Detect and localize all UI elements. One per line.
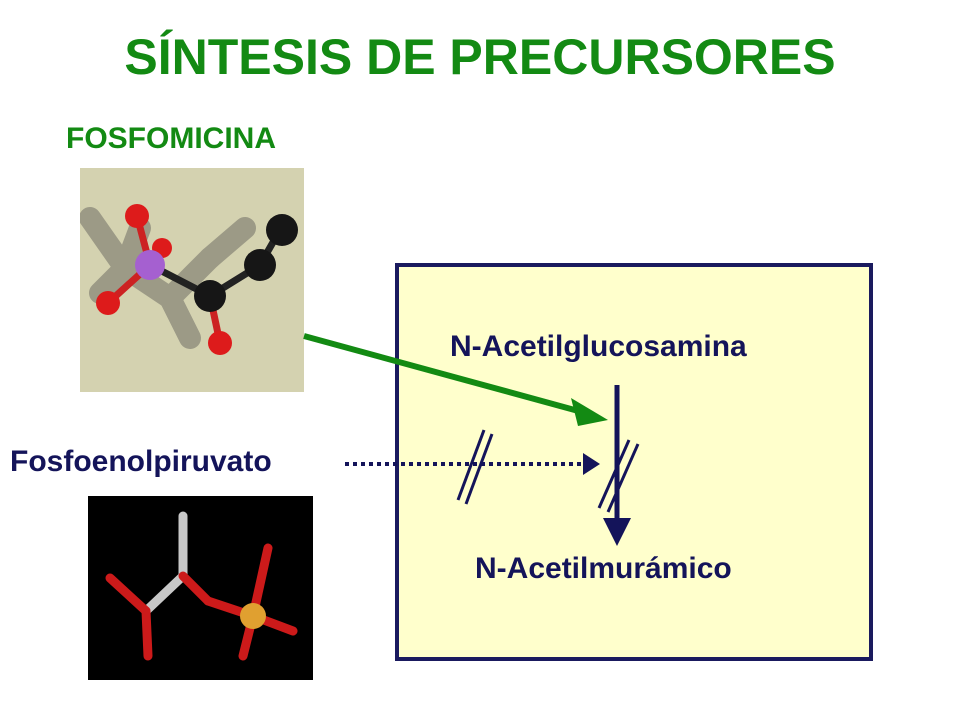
page-title: SÍNTESIS DE PRECURSORES xyxy=(124,29,836,85)
n-acetilmuramico-label: N-Acetilmurámico xyxy=(475,552,732,585)
carbon-atom-2 xyxy=(244,249,276,281)
oxygen-atom-bottom xyxy=(208,331,232,355)
oxygen-atom-left xyxy=(96,291,120,315)
fosfomicina-molecule-image xyxy=(80,168,304,392)
n-acetilglucosamina-label: N-Acetilglucosamina xyxy=(450,330,747,363)
carbon-atom-1 xyxy=(194,280,226,312)
oxygen-atom-top xyxy=(125,204,149,228)
fosfoenolpiruvato-molecule-image xyxy=(88,496,313,680)
pathway-box xyxy=(395,263,873,661)
molecule-shadow xyxy=(80,207,256,349)
phosphorus-atom xyxy=(135,250,165,280)
fosfoenolpiruvato-label: Fosfoenolpiruvato xyxy=(10,445,272,478)
carbon-atom-3 xyxy=(266,214,298,246)
fosfomicina-label: FOSFOMICINA xyxy=(66,122,276,155)
pep-phosphorus-atom xyxy=(240,603,266,629)
